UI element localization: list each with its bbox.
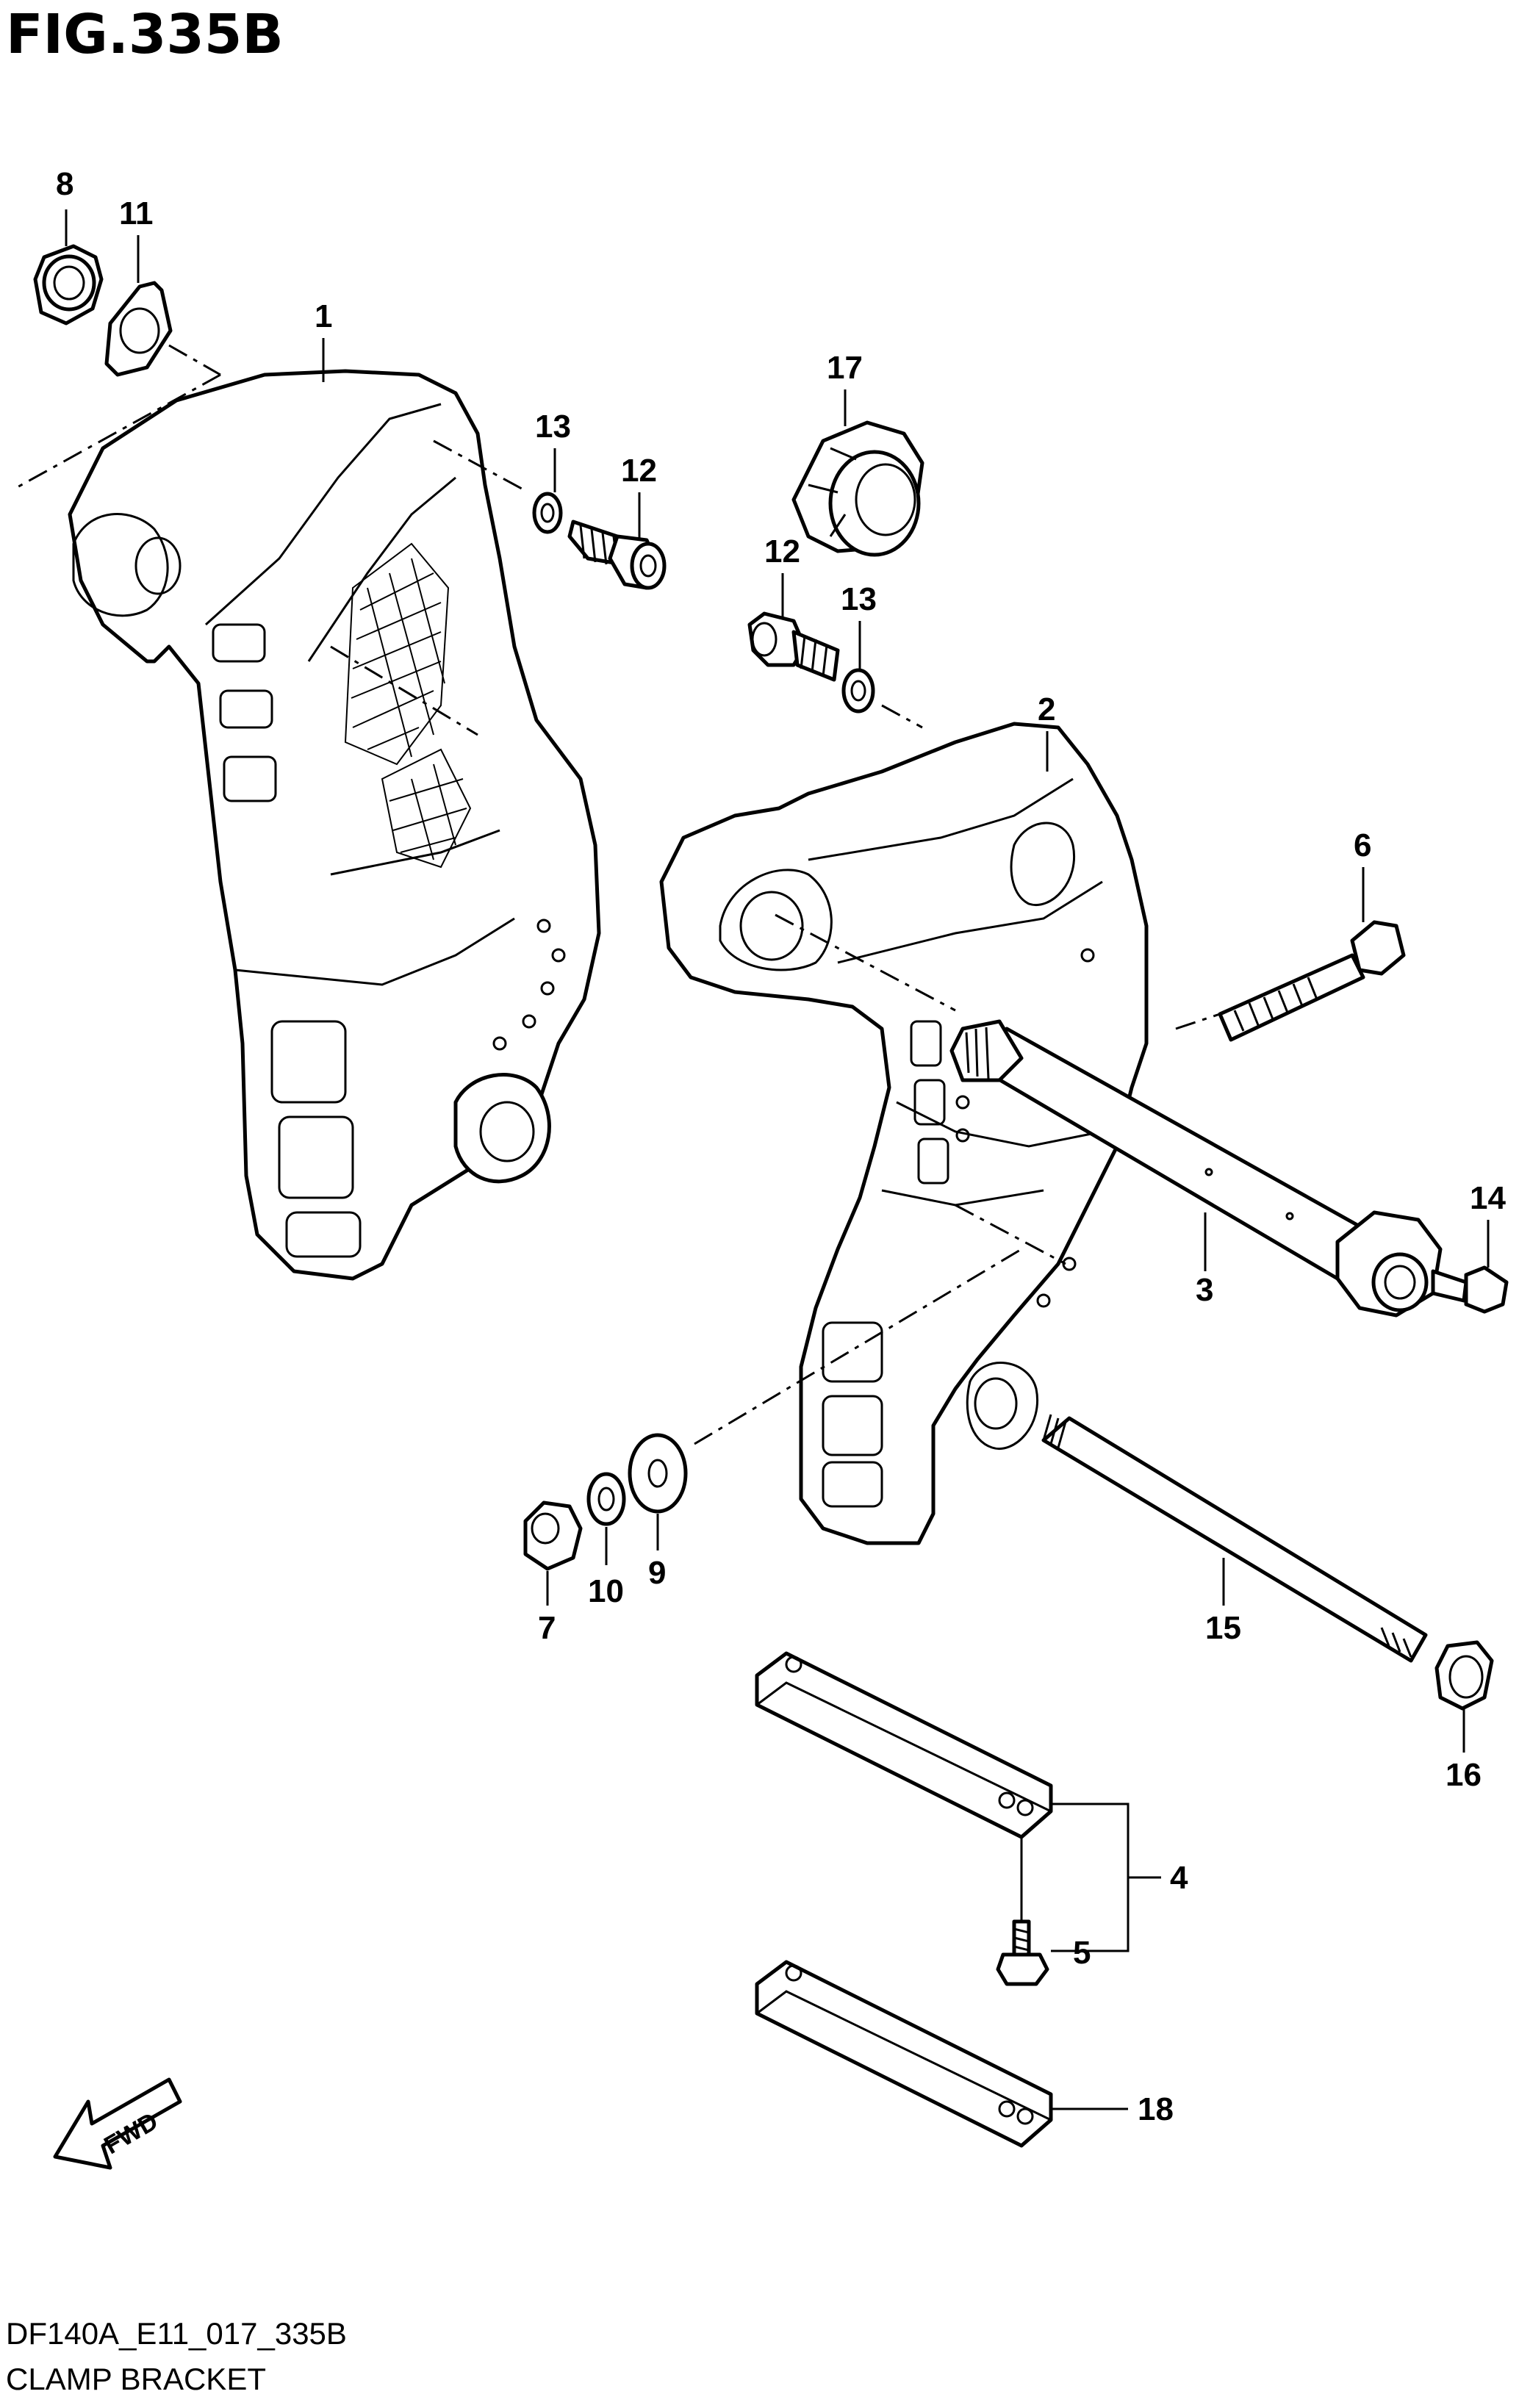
callout-4: 4 [1170,1860,1188,1896]
part-10-washer [586,1472,626,1526]
callout-8: 8 [56,166,73,202]
callout-16: 16 [1446,1757,1482,1793]
part-4-plate [755,1651,1053,1839]
leader-dash-11 [168,344,221,376]
part-15-through-bolt [1041,1414,1428,1663]
part-11-plate [104,281,173,377]
hatch-left [344,542,472,869]
callout-7: 7 [538,1610,556,1646]
callout-9: 9 [648,1555,666,1591]
part-18-plate [755,1960,1053,2148]
part-14-bolt [1431,1265,1509,1314]
figure-code: DF140A_E11_017_335B [6,2316,347,2351]
part-12-bolt-lower [747,611,840,682]
part-6-bolt [1218,920,1406,1042]
figure-title: FIG.335B [6,3,284,66]
part-5-bolt [996,1919,1049,1986]
part-13-washer-upper [532,492,563,534]
part-8-nut [33,244,104,326]
callout-2: 2 [1038,691,1055,727]
callout-5: 5 [1073,1935,1091,1971]
part-17-cap [791,420,924,557]
part-9-washer [628,1433,688,1514]
callout-12-lower: 12 [764,533,800,569]
callout-11: 11 [119,195,154,231]
part-7-nut [523,1500,583,1571]
figure-caption: CLAMP BRACKET [6,2362,266,2396]
callout-6: 6 [1354,827,1371,863]
callout-15: 15 [1205,1610,1241,1646]
axis-dash-left [330,645,478,736]
part-1-clamp-bracket-left [68,369,601,1281]
callout-1: 1 [315,298,332,334]
part-12-bolt-upper [567,520,667,590]
part-3-tilt-tube [949,1019,1443,1318]
callout-17: 17 [827,350,863,386]
callout-3: 3 [1196,1272,1213,1308]
leader-lines [65,209,1490,2110]
callout-18: 18 [1138,2091,1174,2127]
callout-12-upper: 12 [621,453,657,489]
axis-dash-9 [694,1248,1022,1445]
part-13-washer-lower [841,668,875,714]
axis-dash-13b [881,704,923,729]
axis-dash-13 [433,439,523,490]
callout-13-lower: 13 [841,581,877,617]
fwd-arrow: FWD [53,2077,182,2170]
callout-13-upper: 13 [535,409,571,445]
axis-dash-2 [775,913,956,1012]
axis-dash-6 [1175,1013,1221,1030]
part-16-nut [1434,1640,1494,1711]
callout-14: 14 [1470,1180,1506,1216]
callout-10: 10 [588,1573,624,1609]
